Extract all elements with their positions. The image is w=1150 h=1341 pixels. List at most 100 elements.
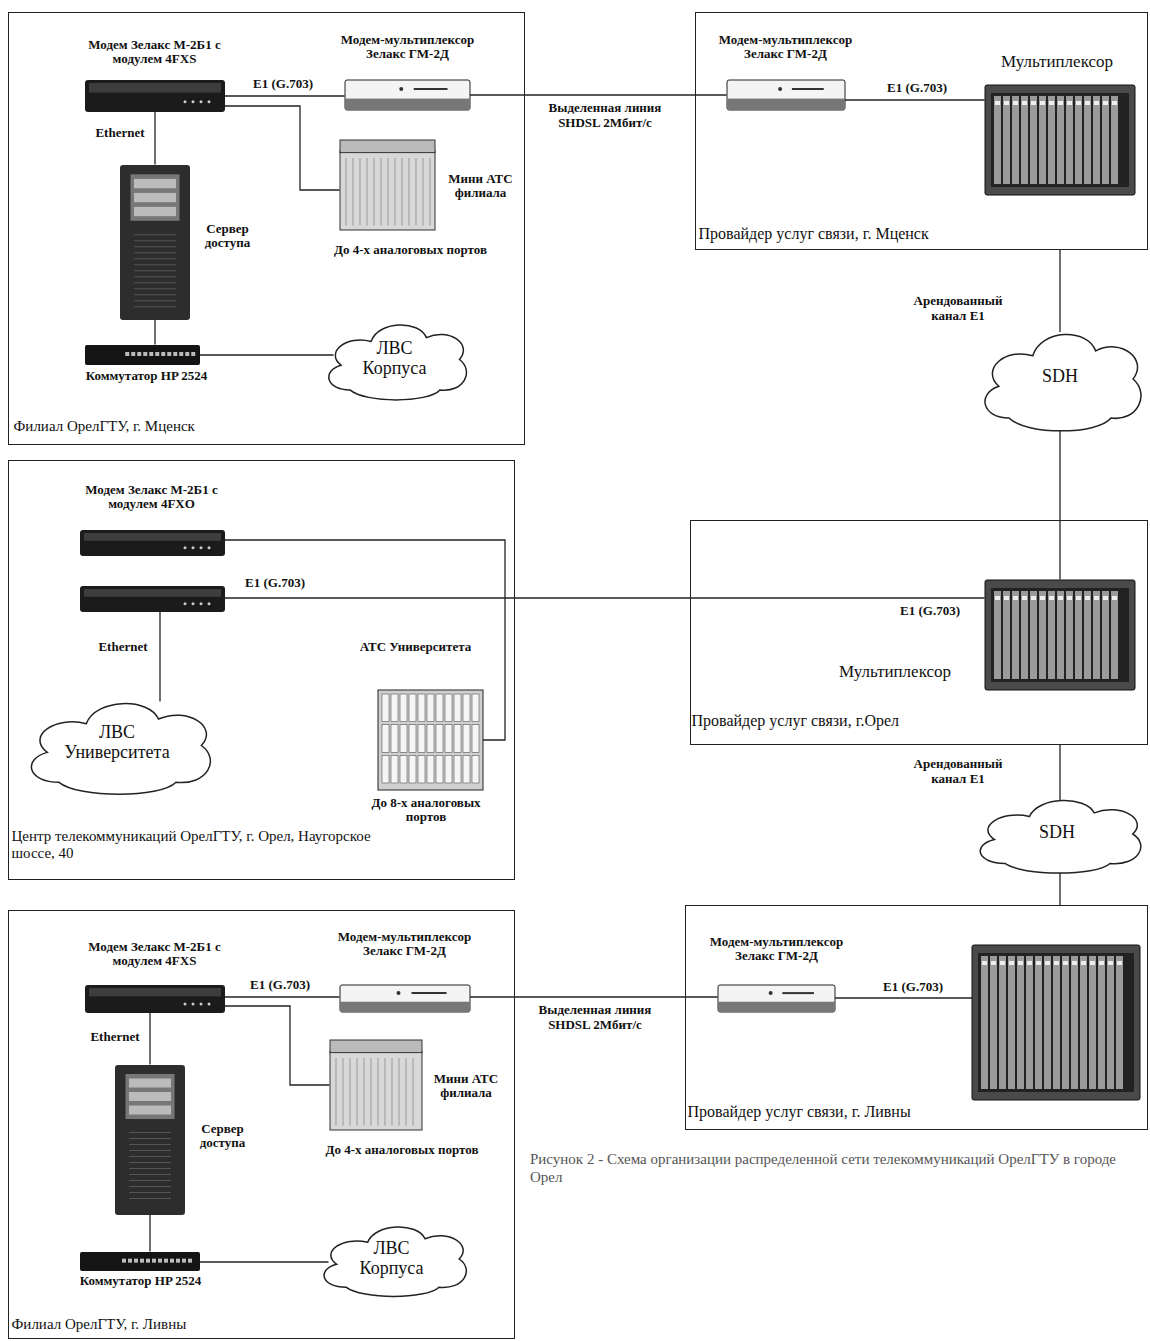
link-line [154, 112, 155, 165]
network-cloud: SDH [975, 318, 1145, 440]
rack-led [1004, 101, 1009, 105]
rack-card [1030, 591, 1037, 679]
switch-port [146, 1258, 150, 1262]
cabinet-card [445, 755, 452, 783]
rack-card [994, 591, 1001, 679]
link-line [225, 996, 340, 997]
rack-led [1108, 961, 1113, 965]
server-bay [134, 192, 176, 201]
rack-led [1072, 961, 1077, 965]
modem-multiplexer: Модем-мультиплексор Зелакс ГМ-2Д [340, 985, 470, 1012]
modem-led [207, 100, 210, 103]
cabinet-card [472, 724, 479, 752]
site-label: Центр телекоммуникаций ОрелГТУ, г. Орел,… [12, 828, 372, 863]
link-line [200, 354, 334, 355]
modem-led [207, 546, 210, 549]
mux-base [727, 98, 845, 109]
rack-card [1017, 956, 1024, 1089]
pbx-body [330, 1050, 422, 1129]
rack-led [1090, 961, 1095, 965]
rack-led [1067, 596, 1072, 600]
server-vent [134, 276, 176, 277]
mini-pbx: Мини АТС филиалаДо 4-х аналоговых портов [330, 1040, 422, 1130]
link-label: E1 (G.703) [238, 77, 328, 92]
access-server: Сервер доступа [120, 165, 190, 320]
link-line [1059, 250, 1060, 332]
link-line [1059, 426, 1060, 580]
cabinet-card [400, 755, 407, 783]
modem-multiplexer: Модем-мультиплексор Зелакс ГМ-2Д [718, 985, 835, 1012]
switch-port [125, 352, 129, 356]
rack-card [1021, 591, 1028, 679]
rack-card [1057, 591, 1064, 679]
modem-device-icon [85, 80, 225, 112]
server-bay [129, 1105, 171, 1114]
server-vent [134, 300, 176, 301]
modem-led [191, 100, 194, 103]
device-label: Модем-мультиплексор Зелакс ГМ-2Д [701, 33, 871, 63]
server-vent [129, 1132, 171, 1133]
server-vent [129, 1180, 171, 1181]
server-bay [129, 1092, 171, 1101]
server-vent [134, 252, 176, 253]
server-panel [125, 1074, 174, 1119]
rack-card [1084, 96, 1091, 184]
cloud-outline [980, 800, 1141, 873]
pbx-rib [373, 158, 374, 226]
device-label: Сервер доступа [194, 222, 262, 252]
switch-port [179, 352, 183, 356]
server-bay [134, 206, 176, 215]
server-vent [129, 1150, 171, 1151]
site-frame: Провайдер услуг связи, г.ОрелМультиплекс… [690, 520, 1148, 745]
server-body [115, 1065, 185, 1215]
server-bay [134, 178, 176, 187]
rack-card [1075, 591, 1082, 679]
device-label: АТС Университета [360, 640, 472, 655]
link-line [200, 1261, 329, 1262]
pbx-top [330, 1040, 422, 1053]
rack-card [1039, 591, 1046, 679]
figure-caption: Рисунок 2 - Схема организации распределе… [530, 1150, 1130, 1186]
switch-port [188, 1258, 192, 1262]
rack-led [982, 961, 987, 965]
rack-card [1026, 956, 1033, 1089]
rack-led [1045, 961, 1050, 965]
link-line [470, 996, 718, 997]
rack-led [991, 961, 996, 965]
cabinet-card [400, 694, 407, 722]
pbx-rib [349, 1058, 350, 1126]
switch-port [161, 352, 165, 356]
server-vent [129, 1168, 171, 1169]
edge-layer [150, 95, 1060, 1262]
server-vent [129, 1174, 171, 1175]
multiplexer-rack [972, 945, 1140, 1100]
rack-card [1021, 96, 1028, 184]
device-label: Модем Зелакс М-2Б1 с модулем 4FXS [75, 940, 235, 970]
cabinet-card [391, 694, 398, 722]
server-vent [129, 1156, 171, 1157]
rack-card [1008, 956, 1015, 1089]
multiplexer-rack-icon [985, 85, 1135, 195]
server-vent [129, 1144, 171, 1145]
server-vent [134, 306, 176, 307]
switch-port [131, 352, 135, 356]
switch-port [185, 352, 189, 356]
network-switch: Коммутатор HP 2524 [85, 345, 200, 365]
rack-led [1040, 101, 1045, 105]
rack-card [999, 956, 1006, 1089]
cabinet-card [445, 694, 452, 722]
cloud-outline [31, 703, 210, 794]
modem-device: Модем Зелакс М-2Б1 с модулем 4FXS [85, 80, 225, 112]
modem-lower [80, 586, 225, 612]
server-vent [134, 258, 176, 259]
cabinet-card [436, 724, 443, 752]
pbx-rib [415, 158, 416, 226]
modem-pair: Модем Зелакс М-2Б1 с модулем 4FXO [80, 530, 225, 612]
modem-multiplexer: Модем-мультиплексор Зелакс ГМ-2Д [727, 80, 845, 110]
rack-card [1012, 96, 1019, 184]
rack-led [995, 596, 1000, 600]
pbx-rib [356, 1058, 357, 1126]
rack-led [1031, 596, 1036, 600]
rack-inner [991, 588, 1129, 682]
